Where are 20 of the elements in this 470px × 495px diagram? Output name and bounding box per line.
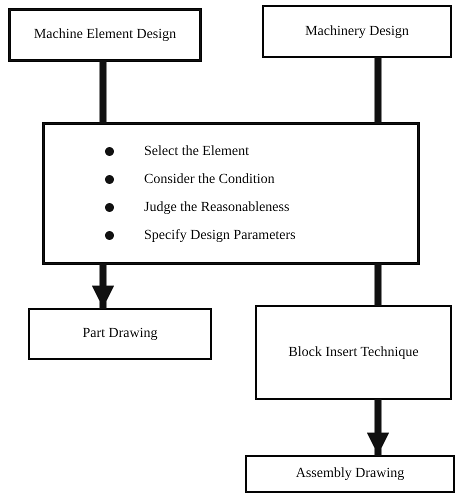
arrow bbox=[92, 265, 114, 308]
box-label: Machine Element Design bbox=[34, 27, 176, 43]
connector-line bbox=[100, 62, 106, 122]
list-item: Judge the Reasonableness bbox=[144, 200, 290, 216]
bullet-list-box bbox=[42, 122, 420, 265]
box-label: Assembly Drawing bbox=[296, 466, 404, 482]
box-label: Part Drawing bbox=[82, 326, 158, 342]
process-box bbox=[28, 308, 212, 360]
list-item: Consider the Condition bbox=[144, 172, 275, 188]
connector-line bbox=[374, 265, 382, 305]
arrow bbox=[366, 400, 390, 455]
list-item: Select the Element bbox=[144, 144, 249, 160]
list-item: Specify Design Parameters bbox=[144, 228, 296, 244]
process-box bbox=[245, 455, 455, 493]
box-label: Machinery Design bbox=[305, 24, 409, 40]
process-box bbox=[8, 8, 202, 62]
connector-line bbox=[374, 58, 382, 122]
process-box bbox=[255, 305, 452, 400]
box-label: Block Insert Technique bbox=[288, 344, 419, 360]
process-box bbox=[262, 5, 452, 58]
